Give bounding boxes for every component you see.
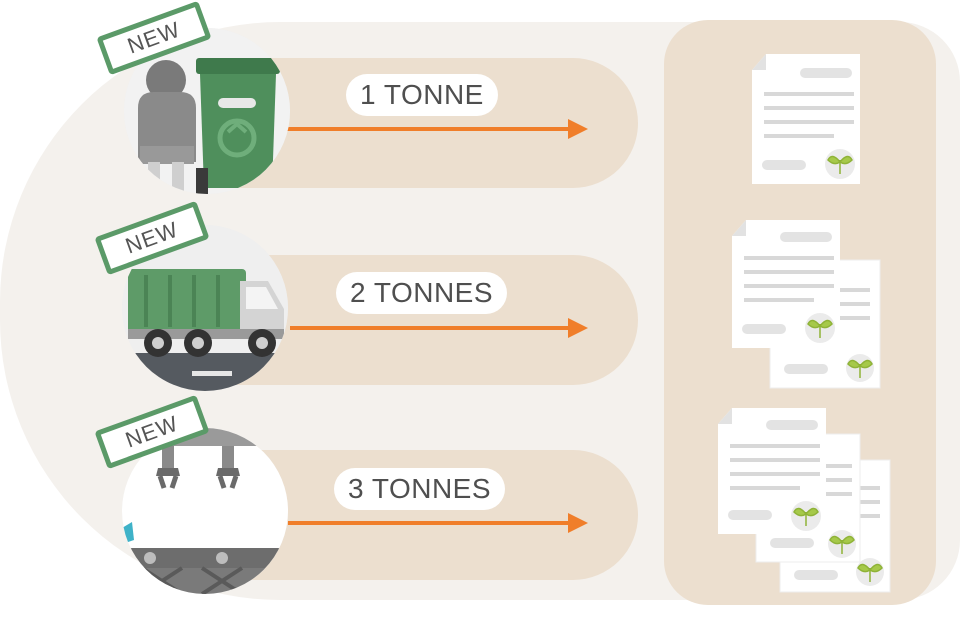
arrow-right-icon <box>284 119 588 139</box>
row-3-label: 3 TONNES <box>334 468 506 510</box>
row-2-certificate-icon <box>732 220 881 389</box>
person-icon <box>138 60 196 192</box>
arrow-right-icon <box>290 318 588 338</box>
row-2-label: 2 TONNES <box>336 272 508 314</box>
recycling-bin-icon <box>196 58 280 194</box>
row-3-certificate-icon <box>718 408 891 593</box>
truck-icon <box>128 269 284 357</box>
row-3-source-image <box>122 428 288 594</box>
row-1-label: 1 TONNE <box>346 74 498 116</box>
row-1-certificate-icon <box>752 54 860 184</box>
arrow-right-icon <box>288 513 588 533</box>
